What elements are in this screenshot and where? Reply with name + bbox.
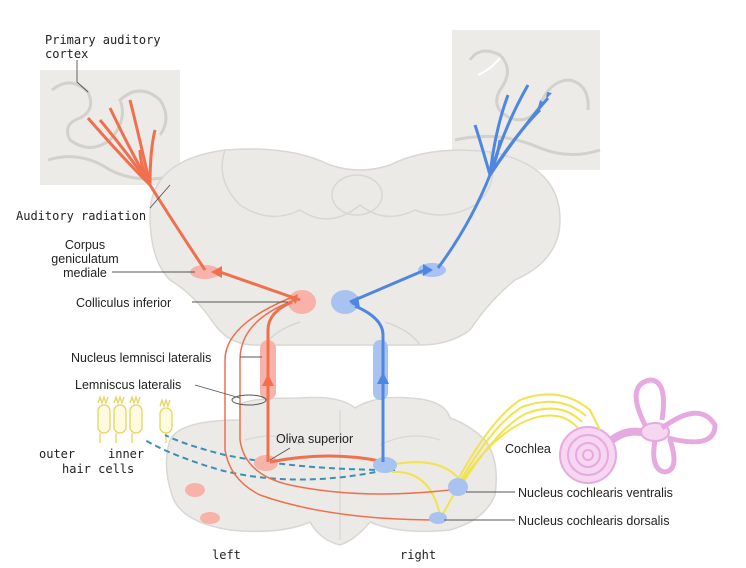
- label-lemniscus-lateralis: Lemniscus lateralis: [75, 378, 181, 392]
- label-inner: inner: [108, 447, 144, 461]
- right-oliva-superior: [373, 457, 397, 473]
- label-primary-auditory-cortex: Primary auditory cortex: [45, 33, 185, 61]
- right-nucleus-lemnisci-lateralis: [373, 340, 388, 400]
- brainstem-silhouette: [150, 149, 560, 345]
- label-colliculus-inferior: Colliculus inferior: [76, 296, 171, 310]
- cochlea-inner-ear: [560, 380, 715, 483]
- hair-cells: [98, 397, 172, 443]
- label-nucleus-cochlearis-ventralis: Nucleus cochlearis ventralis: [518, 486, 673, 500]
- label-nucleus-cochlearis-dorsalis: Nucleus cochlearis dorsalis: [518, 514, 669, 528]
- nucleus-cochlearis-ventralis-shape: [448, 478, 468, 496]
- label-outer: outer: [39, 447, 75, 461]
- label-corpus-geniculatum-mediale: Corpus geniculatum mediale: [48, 238, 122, 280]
- right-cortex-section: [452, 30, 600, 170]
- nucleus-cochlearis-dorsalis-shape: [429, 512, 447, 524]
- label-right: right: [400, 548, 436, 562]
- label-left: left: [212, 548, 241, 562]
- label-auditory-radiation: Auditory radiation: [16, 209, 146, 223]
- left-cortex-section: [40, 70, 180, 185]
- label-cochlea: Cochlea: [505, 442, 551, 456]
- label-nucleus-lemnisci-lateralis: Nucleus lemnisci lateralis: [71, 351, 211, 365]
- left-colliculus-inferior: [288, 290, 316, 314]
- label-hair-cells: hair cells: [62, 462, 134, 476]
- label-oliva-superior: Oliva superior: [276, 432, 353, 446]
- medulla-section: [166, 397, 496, 545]
